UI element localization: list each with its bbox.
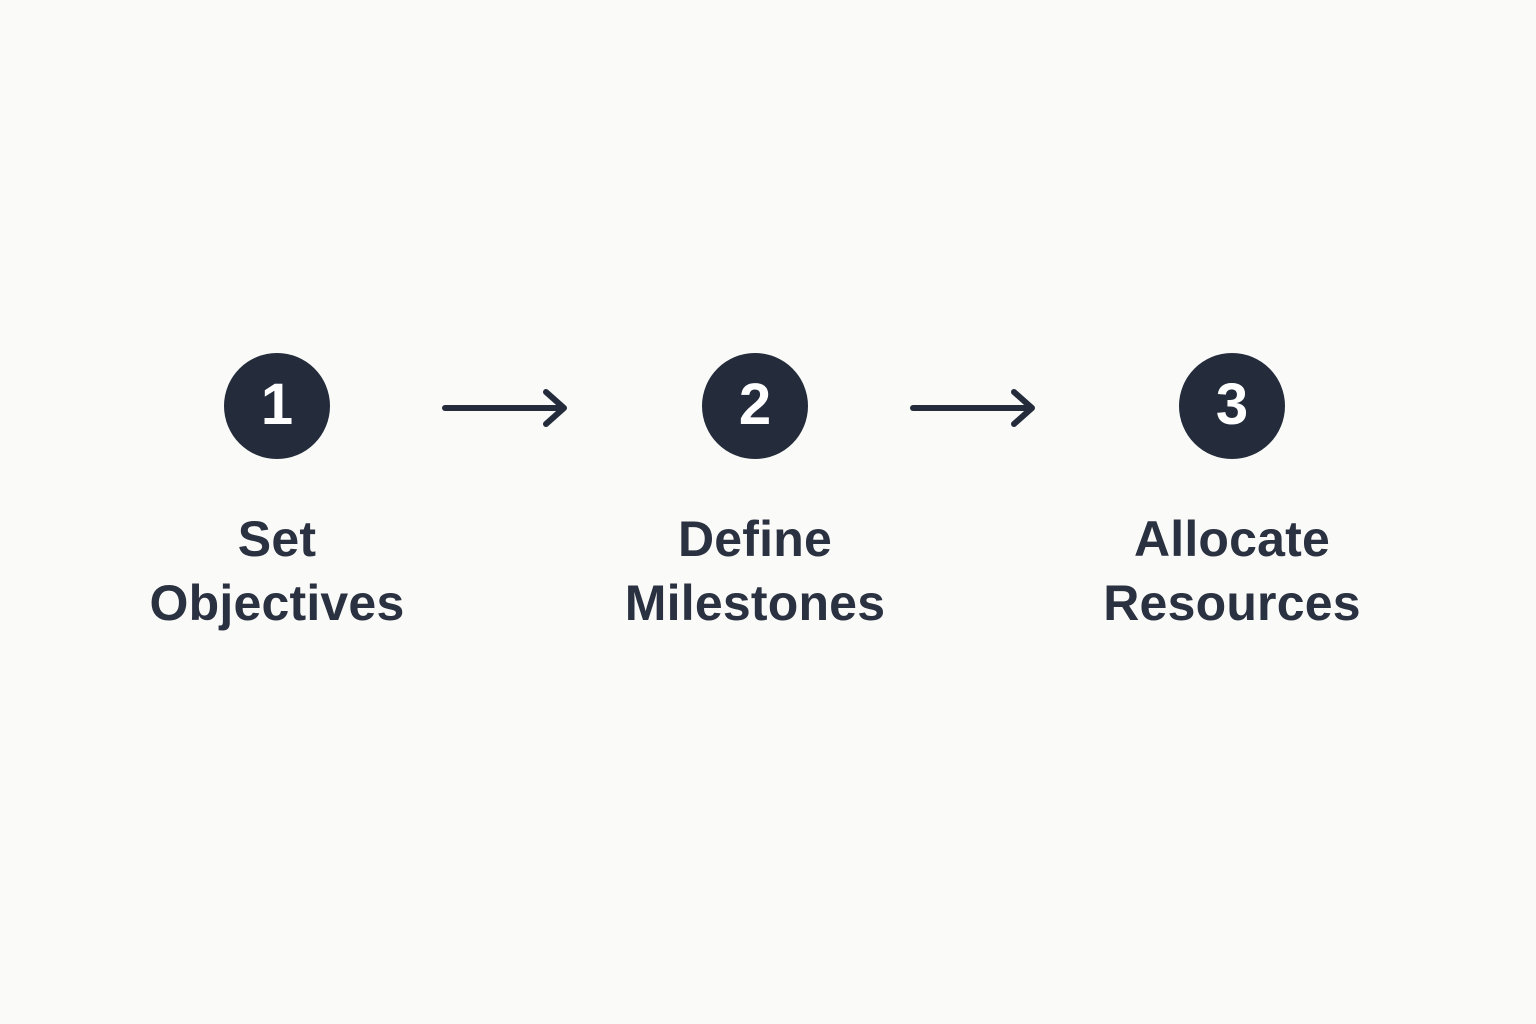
step-label-line: Milestones xyxy=(624,575,886,631)
step-number-badge: 3 xyxy=(1179,353,1285,459)
step-set-objectives: 1 Set Objectives xyxy=(77,353,477,635)
step-number: 3 xyxy=(1215,372,1249,437)
arrow-right-icon xyxy=(440,382,572,434)
step-label: Set Objectives xyxy=(150,507,405,635)
step-allocate-resources: 3 Allocate Resources xyxy=(1032,353,1432,635)
step-label-line: Set xyxy=(237,511,317,567)
step-number: 2 xyxy=(738,372,772,437)
step-label-line: Resources xyxy=(1103,575,1361,631)
step-label-line: Allocate xyxy=(1133,511,1331,567)
step-label-line: Define xyxy=(677,511,832,567)
step-number-badge: 1 xyxy=(224,353,330,459)
step-label: Allocate Resources xyxy=(1103,507,1361,635)
arrow-right-icon xyxy=(908,382,1040,434)
step-label: Define Milestones xyxy=(625,507,885,635)
step-define-milestones: 2 Define Milestones xyxy=(555,353,955,635)
step-label-line: Objectives xyxy=(149,575,405,631)
step-number: 1 xyxy=(260,372,294,437)
step-number-badge: 2 xyxy=(702,353,808,459)
